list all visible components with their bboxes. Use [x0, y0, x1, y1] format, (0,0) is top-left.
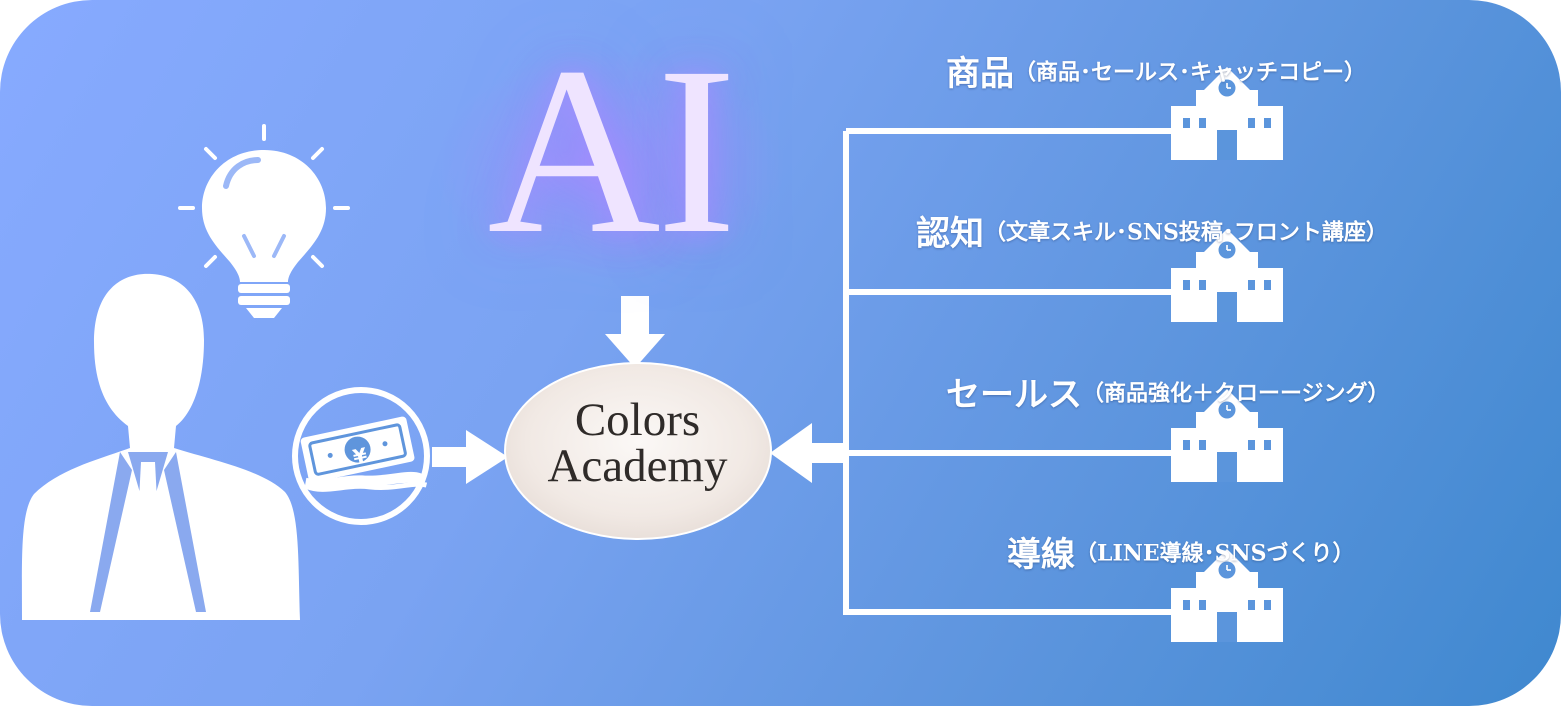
ai-title: AI	[487, 17, 736, 283]
category-detail: （商品強化＋クローージング）	[1082, 380, 1390, 407]
bracket-connector	[843, 128, 1172, 615]
yen-symbol: ¥	[351, 443, 370, 469]
category-detail: （LINE導線･SNSづくり）	[1075, 540, 1355, 567]
ai-glow	[435, 50, 785, 280]
arrow-bracket-to-hub	[770, 423, 846, 483]
category-detail: （商品･セールス･キャッチコピー）	[1014, 59, 1367, 86]
arrow-ai-to-hub	[605, 296, 665, 368]
category-product: 商品（商品･セールス･キャッチコピー）	[946, 46, 1366, 95]
businessman-silhouette-icon	[21, 273, 300, 620]
category-name: 商品	[946, 54, 1014, 94]
colors-academy-hub	[504, 362, 772, 540]
lightbulb-icon	[178, 124, 350, 318]
arrow-money-to-hub	[432, 430, 508, 484]
hub-label-line1: Colors	[574, 394, 701, 446]
hub-label: Colors Academy	[505, 394, 770, 492]
category-name: 導線	[1007, 535, 1075, 575]
category-sales: セールス（商品強化＋クローージング）	[946, 367, 1390, 416]
category-funnel: 導線（LINE導線･SNSづくり）	[1007, 527, 1355, 576]
category-awareness: 認知（文章スキル･SNS投稿･フロント講座）	[916, 206, 1388, 255]
money-bundle-icon	[292, 387, 430, 525]
category-detail: （文章スキル･SNS投稿･フロント講座）	[984, 219, 1388, 246]
hub-label-line2: Academy	[547, 440, 728, 492]
category-name: 認知	[916, 214, 984, 254]
category-name: セールス	[946, 375, 1082, 415]
